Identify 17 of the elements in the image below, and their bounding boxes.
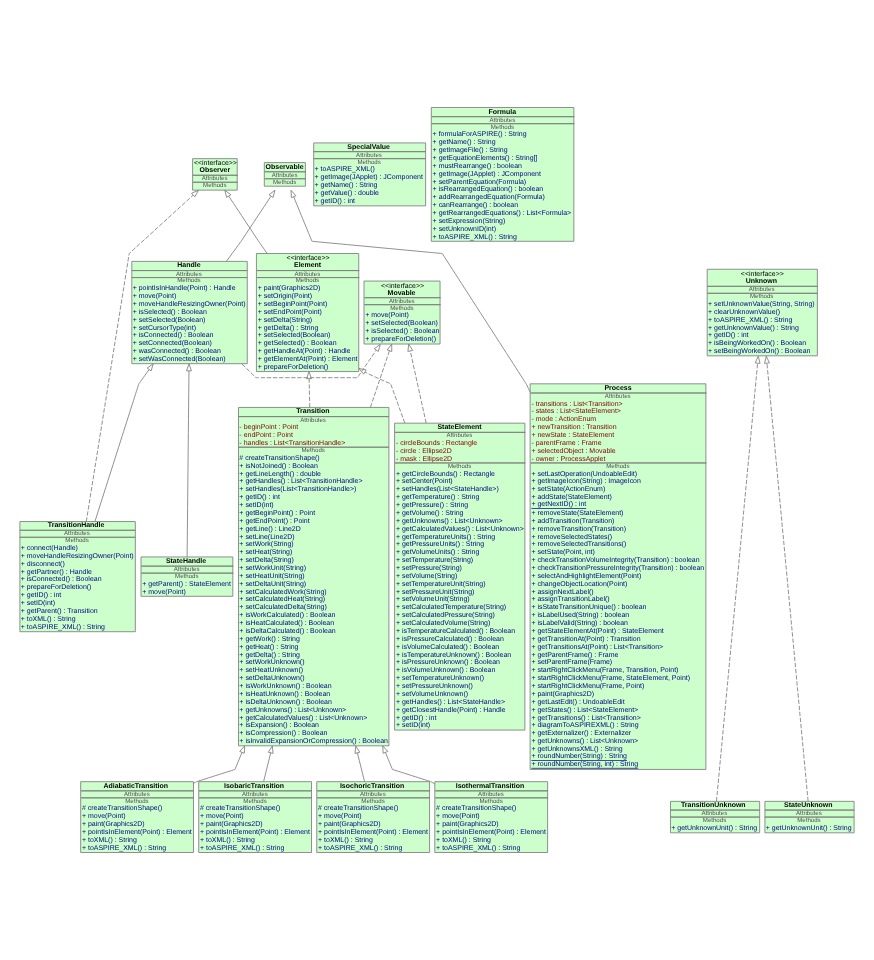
- arrow: [290, 189, 531, 393]
- arrow: [193, 745, 246, 784]
- arrow: [407, 343, 427, 424]
- arrow: [94, 363, 154, 522]
- arrow: [306, 371, 312, 408]
- arrow: [369, 343, 393, 408]
- arrow: [263, 745, 274, 782]
- arrow: [85, 189, 199, 522]
- arrow: [764, 355, 809, 802]
- arrow: [354, 745, 365, 782]
- arrow: [186, 363, 192, 558]
- arrow: [226, 189, 276, 262]
- arrow: [358, 368, 406, 424]
- arrow: [241, 343, 381, 379]
- arrow: [382, 745, 435, 785]
- arrow: [224, 189, 268, 254]
- arrow: [716, 355, 761, 802]
